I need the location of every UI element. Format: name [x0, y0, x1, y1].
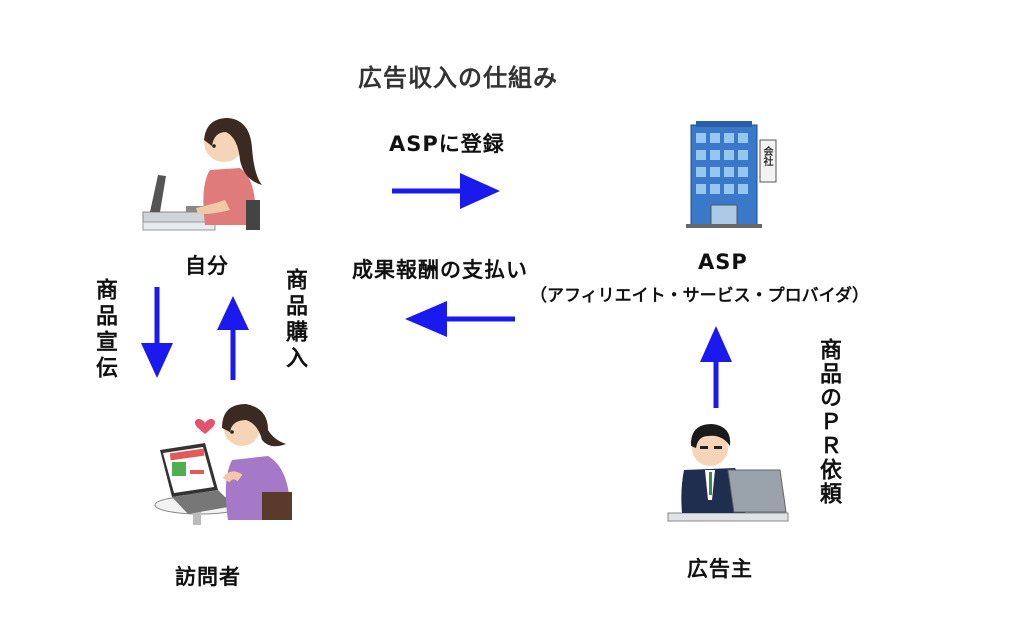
node-label-advertiser: 広告主 — [687, 557, 753, 581]
node-sublabel-asp: （アフィリエイト・サービス・プロバイダ） — [530, 286, 869, 306]
advertiser-illustration — [667, 424, 789, 522]
node-label-asp: ASP — [698, 250, 748, 274]
edge-label-payment: 成果報酬の支払い — [352, 258, 528, 282]
arrow-pr-request — [700, 326, 732, 408]
arrow-purchase — [217, 296, 249, 380]
edge-label-register: ASPに登録 — [389, 132, 505, 156]
arrow-register — [392, 173, 500, 209]
edge-label-pr-request: 商品のＰＲ依頼 — [816, 338, 841, 506]
edge-label-promotion: 商品宣伝 — [92, 278, 117, 382]
node-label-self: 自分 — [185, 254, 229, 278]
company-building-illustration — [686, 121, 777, 228]
arrow-promotion — [141, 287, 173, 378]
visitor-illustration — [154, 404, 292, 525]
diagram-title: 広告収入の仕組み — [358, 64, 558, 92]
node-label-visitor: 訪問者 — [175, 565, 241, 589]
edge-label-purchase: 商品購入 — [282, 268, 307, 372]
self-illustration — [142, 118, 262, 231]
company-sign-text: 会社 — [761, 146, 772, 166]
arrow-payment — [405, 301, 515, 337]
